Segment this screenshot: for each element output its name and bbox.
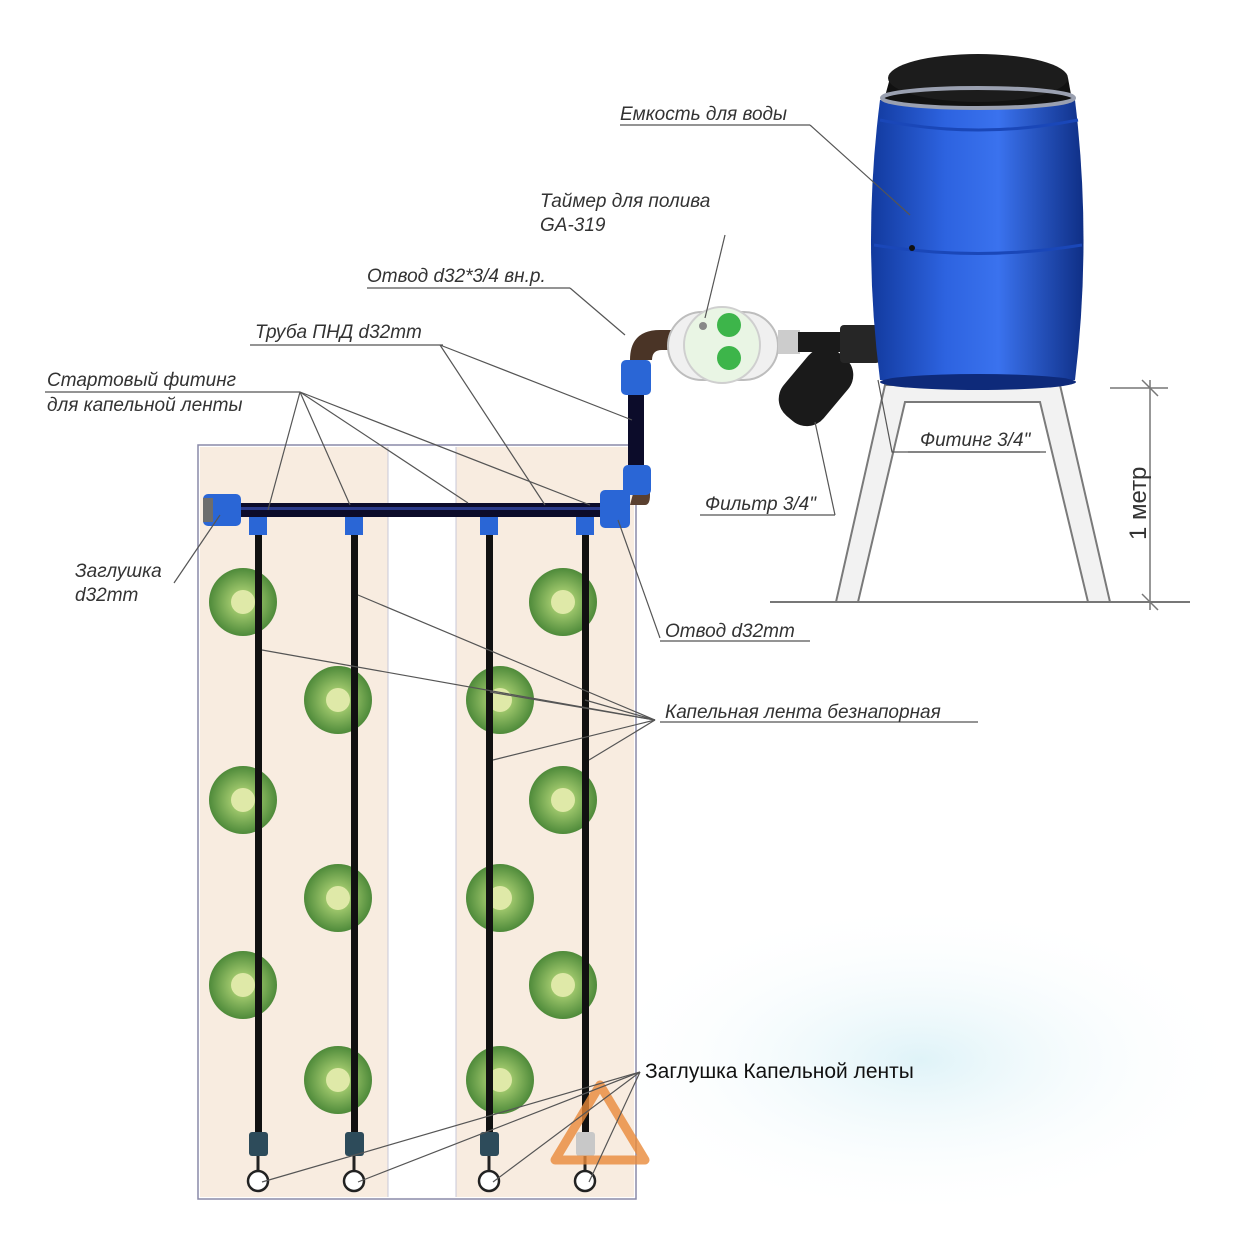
- tank-label: Емкость для воды: [620, 104, 787, 125]
- label-underlines: [45, 124, 1046, 723]
- cabbage-icon: [466, 864, 534, 932]
- tape-plug-label: Заглушка Капельной ленты: [645, 1060, 914, 1083]
- vertical-pipe: [621, 330, 680, 495]
- tape-plug-icon: [477, 1132, 501, 1193]
- tape-plug-icon: [342, 1132, 366, 1193]
- drip-tapes: [255, 530, 589, 1135]
- cabbage-icon: [304, 666, 372, 734]
- cabbage-icon: [304, 864, 372, 932]
- watermark-blob: [590, 900, 1242, 1220]
- watermark-logo-icon: [550, 1080, 650, 1165]
- fitting-label: Фитинг 3/4": [920, 430, 1032, 451]
- cabbage-icon: [529, 766, 597, 834]
- cabbage-icon: [209, 766, 277, 834]
- start-fitting-label-line2: для капельной ленты: [47, 395, 243, 416]
- cabbage-icon: [529, 951, 597, 1019]
- watering-timer: [667, 306, 800, 384]
- cabbage-icon: [209, 568, 277, 636]
- elbow-bottom-label: Отвод d32mm: [665, 621, 795, 642]
- filter-label: Фильтр 3/4": [705, 494, 817, 515]
- main-pipe: [203, 490, 650, 535]
- elbow-top-label: Отвод d32*3/4 вн.р.: [367, 266, 546, 287]
- cabbage-icon: [209, 951, 277, 1019]
- drip-tape-label: Капельная лента безнапорная: [665, 702, 941, 723]
- water-tank: [871, 54, 1084, 390]
- cabbage-icon: [466, 1046, 534, 1114]
- plug-label-line1: Заглушка: [75, 561, 162, 582]
- pipe-label: Труба ПНД d32mm: [255, 322, 422, 343]
- barrel-stand: [770, 384, 1190, 603]
- cabbage-icon: [304, 1046, 372, 1114]
- start-fitting-label-line1: Стартовый фитинг: [47, 370, 236, 391]
- leader-lines: [173, 124, 1040, 1183]
- height-label: 1 метр: [1125, 467, 1152, 540]
- cabbage-icon: [466, 666, 534, 734]
- timer-label-line2: GA-319: [540, 215, 606, 236]
- tape-plug-icon: [246, 1132, 270, 1193]
- cabbage-icon: [529, 568, 597, 636]
- timer-label-line1: Таймер для полива: [540, 191, 710, 212]
- height-dimension: 1 метр: [1110, 379, 1168, 611]
- plug-label-line2: d32mm: [75, 585, 138, 606]
- tape-end-plugs: [246, 1132, 597, 1193]
